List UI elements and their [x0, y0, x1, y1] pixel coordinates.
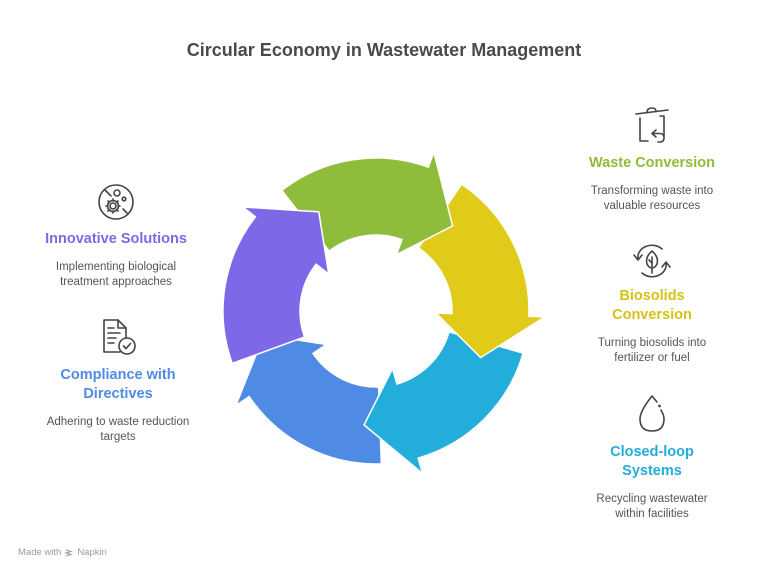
cycle-arrow-closed-loop-systems [363, 331, 525, 476]
step-description: Transforming waste into valuable resourc… [552, 184, 752, 214]
step-description: Implementing biological treatment approa… [16, 260, 216, 290]
step-heading: Innovative Solutions [45, 231, 187, 247]
step-heading: Waste Conversion [589, 155, 715, 171]
description-line: fertilizer or fuel [614, 352, 690, 364]
napkin-logo-icon [64, 548, 74, 557]
step-heading: Compliance with Directives [18, 366, 218, 404]
document-check-icon [103, 319, 136, 355]
cycle-arrow-waste-conversion [280, 149, 454, 257]
water-drop-icon [639, 395, 665, 432]
heading-line: Directives [83, 386, 153, 402]
microbe-gear-icon [98, 184, 134, 220]
cycle-arrow-compliance-with-directives [234, 333, 383, 465]
step-waste-conversion: Waste Conversion Transforming waste into… [552, 104, 752, 214]
step-description: Recycling wastewater within facilities [552, 492, 752, 522]
step-closed-loop-systems: Closed-loop Systems Recycling wastewater… [552, 393, 752, 522]
recycle-bin-icon [635, 107, 669, 143]
diagram-title: Circular Economy in Wastewater Managemen… [186, 40, 582, 60]
description-line: targets [100, 431, 136, 443]
step-innovative-solutions: Innovative Solutions Implementing biolog… [16, 182, 216, 290]
description-line: Implementing biological [55, 261, 177, 273]
step-biosolids-conversion: Biosolids Conversion Turning biosolids i… [552, 243, 752, 366]
description-line: within facilities [615, 508, 689, 520]
step-heading: Biosolids Conversion [552, 287, 752, 325]
description-line: Adhering to waste reduction [46, 416, 190, 428]
description-line: Transforming waste into [590, 185, 714, 197]
napkin-brand-label: Napkin [77, 547, 107, 558]
heading-line: Biosolids [619, 288, 685, 304]
leaf-cycle-icon [633, 244, 671, 278]
description-line: valuable resources [603, 200, 701, 212]
footer-attribution: Made with Napkin [18, 547, 107, 558]
description-line: treatment approaches [60, 276, 172, 288]
step-compliance-with-directives: Compliance with Directives Adhering to w… [18, 316, 218, 445]
step-description: Adhering to waste reduction targets [18, 415, 218, 445]
description-line: Turning biosolids into [597, 337, 707, 349]
cycle-arrow-innovative-solutions [222, 206, 330, 365]
made-with-label: Made with [18, 547, 62, 558]
heading-line: Conversion [612, 307, 692, 323]
description-line: Recycling wastewater [596, 493, 708, 505]
step-description: Turning biosolids into fertilizer or fue… [552, 336, 752, 366]
heading-line: Closed-loop [610, 444, 694, 460]
heading-line: Systems [622, 463, 682, 479]
heading-line: Compliance with [60, 367, 176, 383]
step-heading: Closed-loop Systems [552, 443, 752, 481]
